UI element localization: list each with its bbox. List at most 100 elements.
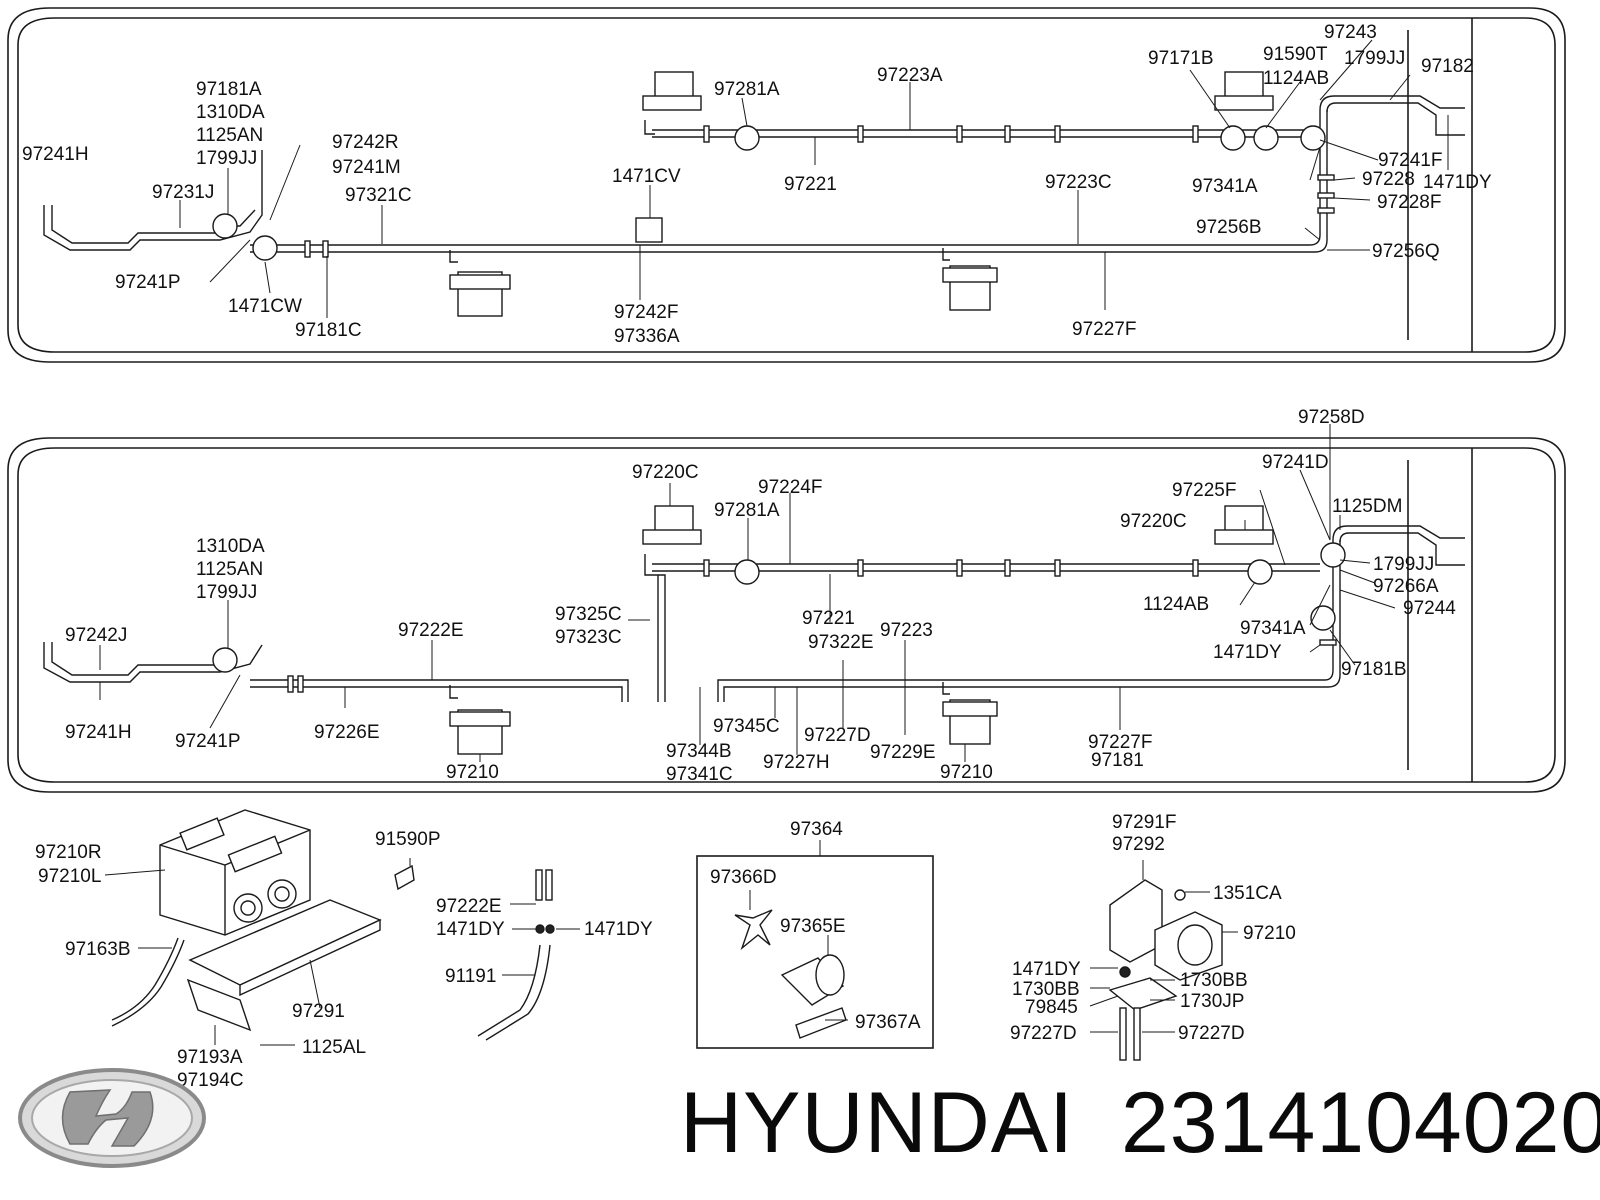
label: 91590P <box>375 829 441 850</box>
label: 97227F <box>1088 732 1152 753</box>
label: 97163B <box>65 939 131 960</box>
label: 97364 <box>790 819 843 840</box>
bottom-labels: 97258D 97220C 97224F 97281A 97225F 97241… <box>65 407 1456 785</box>
brand-name: HYUNDAI <box>680 1075 1075 1171</box>
label: 97182 <box>1421 56 1474 77</box>
label: 97210 <box>446 762 499 783</box>
label: 97227D <box>804 725 871 746</box>
label: 1124AB <box>1263 68 1329 89</box>
label: 97241D <box>1262 452 1329 473</box>
parts-labels: 97210R 97210L 97163B 97193A 97194C 1125A… <box>35 812 1296 1091</box>
label: 97241H <box>65 722 132 743</box>
label: 1310DA <box>196 102 265 123</box>
label: 97223A <box>877 65 943 86</box>
label: 97220C <box>632 462 699 483</box>
label: 97325C <box>555 604 622 625</box>
label: 1730BB <box>1180 970 1248 991</box>
label: 97281A <box>714 500 780 521</box>
label: 79845 <box>1025 997 1078 1018</box>
label: 97322E <box>808 632 874 653</box>
bottom-bus-outline <box>7 437 1566 793</box>
label: 97222E <box>436 896 502 917</box>
label: 97227D <box>1010 1023 1077 1044</box>
label: 1471DY <box>1423 172 1492 193</box>
label: 97366D <box>710 867 777 888</box>
top-labels: 97181A 1310DA 1125AN 1799JJ 97241H 97231… <box>22 22 1492 347</box>
label: 97336A <box>614 326 680 347</box>
label: 97226E <box>314 722 380 743</box>
label: 97241F <box>1378 150 1442 171</box>
label: 97231J <box>152 182 214 203</box>
label: 97223 <box>880 620 933 641</box>
label: 97341A <box>1240 618 1306 639</box>
label: 97291F <box>1112 812 1176 833</box>
label: 1125AN <box>196 125 263 146</box>
label: 97292 <box>1112 834 1165 855</box>
label: 97243 <box>1324 22 1377 43</box>
label: 97321C <box>345 185 412 206</box>
label: 97241H <box>22 144 89 165</box>
label: 1799JJ <box>1373 554 1434 575</box>
part-number: 2314104020 <box>1120 1075 1600 1171</box>
label: 97242F <box>614 302 678 323</box>
label: 1125AL <box>302 1037 366 1058</box>
label: 1471DY <box>584 919 653 940</box>
label: 97341A <box>1192 176 1258 197</box>
brand-part-number: HYUNDAI 2314104020 <box>680 1080 1600 1166</box>
label: 1351CA <box>1213 883 1282 904</box>
label: 97193A <box>177 1047 243 1068</box>
top-pipes <box>43 71 1465 317</box>
bottom-leaders <box>99 424 1396 762</box>
label: 97181A <box>196 79 262 100</box>
label: 97210L <box>38 866 101 887</box>
label: 97242R <box>332 132 399 153</box>
label: 97228 <box>1362 169 1415 190</box>
label: 97256Q <box>1372 241 1440 262</box>
label: 97181B <box>1341 659 1407 680</box>
label: 1471DY <box>1213 642 1282 663</box>
label: 97225F <box>1172 480 1236 501</box>
label: 97241M <box>332 157 401 178</box>
hyundai-logo <box>18 1068 206 1168</box>
label: 97266A <box>1373 576 1439 597</box>
heater-unit-parts <box>1108 879 1223 1061</box>
label: 97229E <box>870 742 936 763</box>
label: 97258D <box>1298 407 1365 428</box>
label: 97241P <box>115 272 181 293</box>
label: 97256B <box>1196 217 1262 238</box>
label: 97223C <box>1045 172 1112 193</box>
parts-leaders <box>104 840 1238 1046</box>
label: 1471CW <box>228 296 302 317</box>
label: 97227D <box>1178 1023 1245 1044</box>
label: 97345C <box>713 716 780 737</box>
label: 1471DY <box>1012 959 1081 980</box>
bottom-pipes <box>43 505 1465 755</box>
label: 97242J <box>65 625 127 646</box>
label: 97210 <box>1243 923 1296 944</box>
label: 97281A <box>714 79 780 100</box>
label: 97227F <box>1072 319 1136 340</box>
label: 97367A <box>855 1012 921 1033</box>
label: 97210 <box>940 762 993 783</box>
label: 97221 <box>784 174 837 195</box>
top-bus-outline <box>7 7 1566 363</box>
label: 91590T <box>1263 44 1328 65</box>
label: 97244 <box>1403 598 1456 619</box>
label: 97171B <box>1148 48 1214 69</box>
label: 97341C <box>666 764 733 785</box>
label: 97222E <box>398 620 464 641</box>
label: 1730BB <box>1012 979 1080 1000</box>
label: 97194C <box>177 1070 244 1091</box>
hose-set <box>477 869 555 1041</box>
label: 97227H <box>763 752 830 773</box>
top-leaders <box>179 39 1449 318</box>
label: 1124AB <box>1143 594 1209 615</box>
label: 97181C <box>295 320 362 341</box>
label: 1471DY <box>436 919 505 940</box>
clip-91590p <box>394 864 415 891</box>
label: 97224F <box>758 477 822 498</box>
label: 97323C <box>555 627 622 648</box>
label: 97344B <box>666 741 732 762</box>
label: 1310DA <box>196 536 265 557</box>
